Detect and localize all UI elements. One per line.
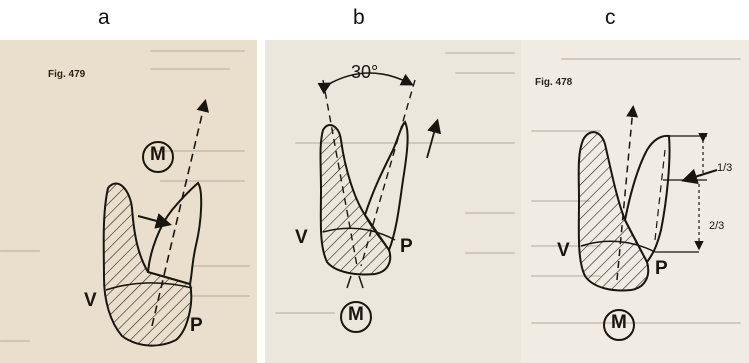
mesial-label: M [611, 312, 627, 334]
vestibular-label: V [84, 290, 97, 312]
palatal-label: P [190, 315, 203, 337]
tooth-diagram-c [521, 40, 749, 363]
vestibular-label: V [295, 227, 308, 249]
palatal-label: P [655, 258, 668, 280]
panel-a-letter: a [98, 6, 110, 30]
panel-a: Fig. 479 M V P [0, 40, 257, 363]
panel-c: Fig. 478 1/3 2/3 M V P [521, 40, 749, 363]
mesial-label: M [150, 144, 166, 166]
palatal-label: P [400, 236, 413, 258]
vestibular-label: V [557, 240, 570, 262]
tooth-diagram-b [265, 40, 521, 363]
mesial-label: M [348, 304, 364, 326]
panel-b-letter: b [353, 6, 365, 30]
upper-third-label: 1/3 [717, 162, 732, 174]
lower-two-thirds-label: 2/3 [709, 220, 724, 232]
tooth-diagram-a [0, 40, 257, 363]
panel-b: 30° M V P [265, 40, 521, 363]
panel-c-letter: c [605, 6, 616, 30]
angle-label: 30° [351, 62, 378, 83]
